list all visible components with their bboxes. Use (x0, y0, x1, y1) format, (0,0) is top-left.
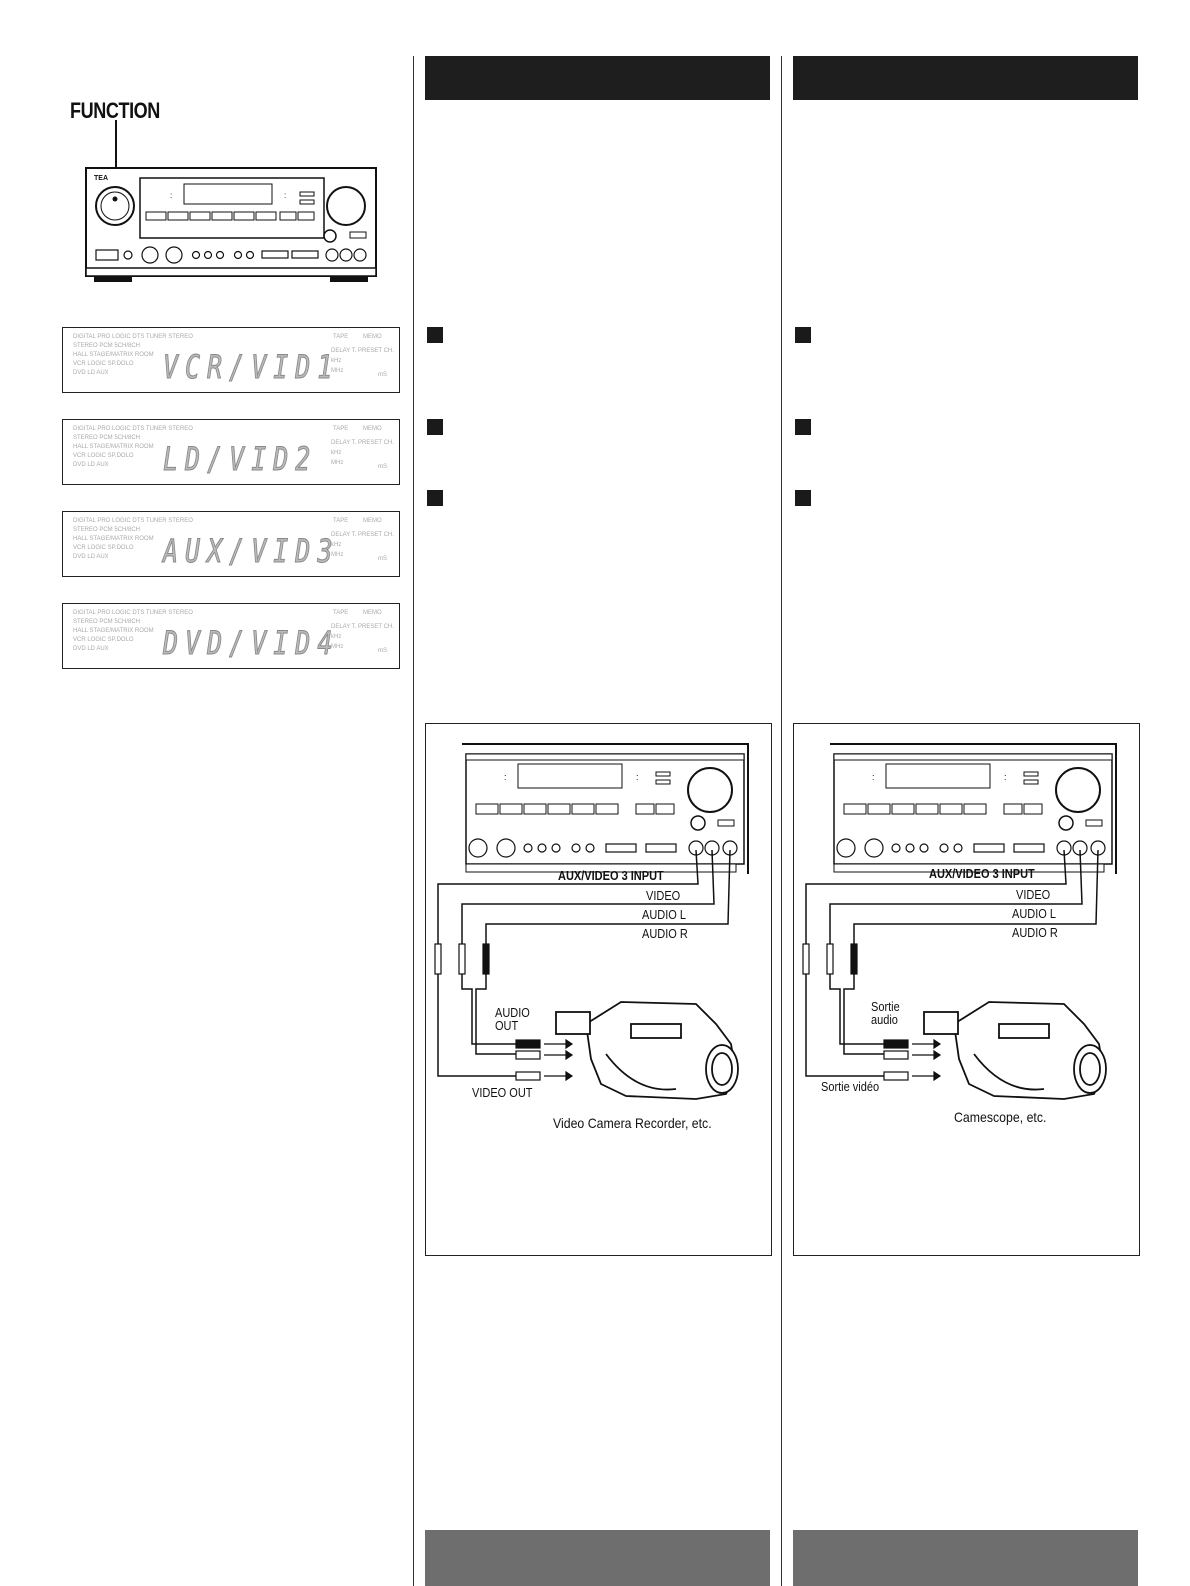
mhz-indicator: MHz (331, 552, 344, 558)
display-text-aux: AUX/VID3 (163, 532, 340, 571)
indicator-row-2: STEREO PCM 5CH/8CH (73, 343, 141, 349)
column-divider-right (781, 56, 782, 1586)
indicator-row-5: DVD LD AUX (73, 646, 109, 652)
step-bullet-1-fr (795, 327, 811, 343)
audio-l-label: AUDIO L (1012, 907, 1057, 921)
brand-logo: TEA (94, 175, 108, 182)
indicator-row-4: VCR LOGIC SP.DOLO (73, 545, 134, 551)
display-panel-ld: DIGITAL PRO LOGIC DTS TUNER STEREO STERE… (62, 419, 400, 485)
camcorder-illustration (555, 1001, 739, 1100)
audio-out-label: AUDIO OUT (495, 1006, 530, 1033)
input-label: AUX/VIDEO 3 INPUT (558, 869, 664, 883)
figure-caption: Video Camera Recorder, etc. (553, 1115, 712, 1131)
indicator-row-5: DVD LD AUX (73, 554, 109, 560)
indicator-row-2: STEREO PCM 5CH/8CH (73, 527, 141, 533)
receiver-front-panel: TEA : : (85, 120, 377, 282)
delay-indicator: DELAY T. PRESET CH. (331, 348, 394, 354)
step-bullet-3-en (427, 490, 443, 506)
video-label: VIDEO (1016, 888, 1051, 902)
tape-indicator: TAPE (333, 426, 349, 432)
indicator-row-1: DIGITAL PRO LOGIC DTS TUNER STEREO (73, 426, 193, 432)
figure-caption: Camescope, etc. (954, 1109, 1047, 1125)
audio-out-label: Sortie audio (871, 1000, 900, 1027)
display-panel-vcr: DIGITAL PRO LOGIC DTS TUNER STEREO STERE… (62, 327, 400, 393)
svg-text::: : (170, 191, 172, 200)
delay-indicator: DELAY T. PRESET CH. (331, 532, 394, 538)
video-label: VIDEO (646, 889, 681, 903)
indicator-row-2: STEREO PCM 5CH/8CH (73, 435, 141, 441)
memo-indicator: MEMO (363, 426, 382, 432)
indicator-row-1: DIGITAL PRO LOGIC DTS TUNER STEREO (73, 518, 193, 524)
video-out-label: Sortie vidéo (821, 1080, 880, 1094)
ms-indicator: mS (378, 372, 387, 378)
audio-r-label: AUDIO R (1012, 926, 1058, 940)
svg-text::: : (284, 191, 286, 200)
memo-indicator: MEMO (363, 334, 382, 340)
step-bullet-2-fr (795, 419, 811, 435)
svg-text::: : (1004, 772, 1007, 782)
ms-indicator: mS (378, 648, 387, 654)
indicator-row-3: HALL STAGE/MATRIX ROOM (73, 352, 154, 358)
section-header-french (793, 56, 1138, 100)
connection-figure-french: :: (793, 723, 1140, 1256)
audio-l-label: AUDIO L (642, 908, 687, 922)
indicator-row-1: DIGITAL PRO LOGIC DTS TUNER STEREO (73, 334, 193, 340)
memo-indicator: MEMO (363, 518, 382, 524)
tape-indicator: TAPE (333, 518, 349, 524)
indicator-row-4: VCR LOGIC SP.DOLO (73, 361, 134, 367)
delay-indicator: DELAY T. PRESET CH. (331, 440, 394, 446)
receiver-rear-diagram: :: (802, 743, 1117, 1100)
indicator-row-3: HALL STAGE/MATRIX ROOM (73, 628, 154, 634)
ms-indicator: mS (378, 556, 387, 562)
camcorder-illustration (923, 1001, 1107, 1100)
indicator-row-5: DVD LD AUX (73, 462, 109, 468)
tape-indicator: TAPE (333, 334, 349, 340)
mhz-indicator: MHz (331, 644, 344, 650)
footer-bar-english (425, 1530, 770, 1586)
svg-text::: : (504, 772, 507, 782)
function-label: FUNCTION (70, 98, 160, 123)
khz-indicator: kHz (331, 634, 342, 640)
indicator-row-1: DIGITAL PRO LOGIC DTS TUNER STEREO (73, 610, 193, 616)
indicator-row-4: VCR LOGIC SP.DOLO (73, 453, 134, 459)
receiver-rear-diagram: :: (434, 743, 749, 1100)
video-out-label: VIDEO OUT (472, 1086, 533, 1100)
input-label: AUX/VIDEO 3 INPUT (929, 867, 1035, 881)
display-panel-dvd: DIGITAL PRO LOGIC DTS TUNER STEREO STERE… (62, 603, 400, 669)
khz-indicator: kHz (331, 542, 342, 548)
indicator-row-5: DVD LD AUX (73, 370, 109, 376)
indicator-row-2: STEREO PCM 5CH/8CH (73, 619, 141, 625)
section-header-english (425, 56, 770, 100)
tape-indicator: TAPE (333, 610, 349, 616)
svg-text::: : (872, 772, 875, 782)
audio-r-label: AUDIO R (642, 927, 688, 941)
footer-bar-french (793, 1530, 1138, 1586)
indicator-row-4: VCR LOGIC SP.DOLO (73, 637, 134, 643)
memo-indicator: MEMO (363, 610, 382, 616)
svg-text::: : (636, 772, 639, 782)
khz-indicator: kHz (331, 450, 342, 456)
indicator-row-3: HALL STAGE/MATRIX ROOM (73, 444, 154, 450)
khz-indicator: kHz (331, 358, 342, 364)
step-bullet-2-en (427, 419, 443, 435)
indicator-row-3: HALL STAGE/MATRIX ROOM (73, 536, 154, 542)
ms-indicator: mS (378, 464, 387, 470)
mhz-indicator: MHz (331, 460, 344, 466)
delay-indicator: DELAY T. PRESET CH. (331, 624, 394, 630)
step-bullet-1-en (427, 327, 443, 343)
display-text-dvd: DVD/VID4 (163, 624, 340, 663)
display-text-vcr: VCR/VID1 (163, 348, 340, 387)
mhz-indicator: MHz (331, 368, 344, 374)
connection-figure-english: :: (425, 723, 772, 1256)
display-text-ld: LD/VID2 (163, 440, 318, 479)
display-panel-aux: DIGITAL PRO LOGIC DTS TUNER STEREO STERE… (62, 511, 400, 577)
column-divider-left (413, 56, 414, 1586)
step-bullet-3-fr (795, 490, 811, 506)
